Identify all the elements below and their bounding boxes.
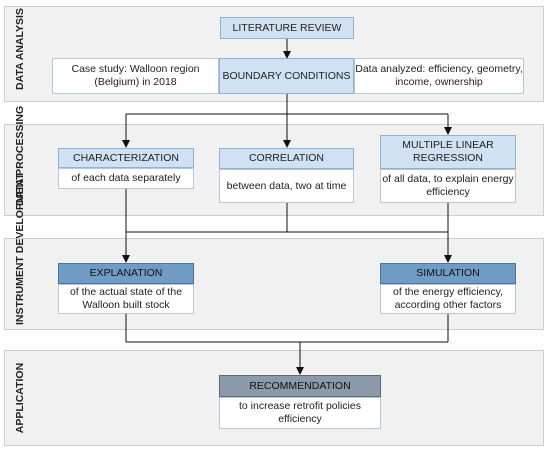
explanation-sub-box: of the actual state of the Walloon built… <box>58 284 194 314</box>
boundary-conditions-box: BOUNDARY CONDITIONS <box>219 58 354 94</box>
literature-review-box: LITERATURE REVIEW <box>220 17 354 39</box>
explanation-box: EXPLANATION <box>58 263 194 284</box>
characterization-box: CHARACTERIZATION <box>58 148 194 168</box>
correlation-box: CORRELATION <box>219 148 354 169</box>
regression-box: MULTIPLE LINEAR REGRESSION <box>380 135 516 169</box>
case-study-box: Case study: Walloon region (Belgium) in … <box>52 58 219 94</box>
characterization-sub-box: of each data separately <box>58 168 194 189</box>
recommendation-box: RECOMMENDATION <box>219 375 381 397</box>
simulation-box: SIMULATION <box>380 263 516 284</box>
regression-sub-box: of all data, to explain energy efficienc… <box>380 169 516 203</box>
simulation-sub-box: of the energy efficiency, according othe… <box>380 284 516 314</box>
data-analyzed-box: Data analyzed: efficiency, geometry, inc… <box>354 58 524 94</box>
correlation-sub-box: between data, two at time <box>219 169 354 203</box>
recommendation-sub-box: to increase retrofit policies efficiency <box>219 397 381 429</box>
